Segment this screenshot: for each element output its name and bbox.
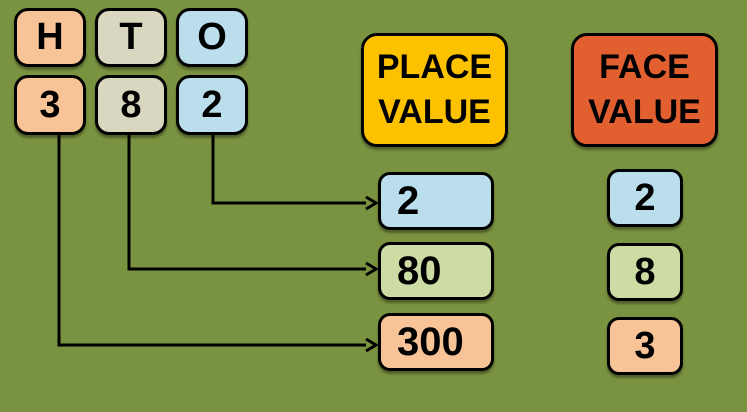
place-value-header-line2: VALUE bbox=[378, 93, 491, 131]
arrow-hundreds-to-place-value bbox=[57, 133, 366, 345]
digit-ones-box: 2 bbox=[176, 75, 248, 135]
column-letter-ones-box: O bbox=[176, 8, 248, 67]
place-value-hundreds-box: 300 bbox=[378, 313, 494, 371]
place-value-tens-box: 80 bbox=[378, 242, 494, 300]
place-value-ones: 2 bbox=[397, 178, 420, 223]
column-letter-hundreds: H bbox=[36, 16, 64, 58]
column-letter-hundreds-box: H bbox=[14, 8, 86, 67]
column-letter-ones: O bbox=[197, 16, 227, 58]
column-letter-tens: T bbox=[119, 16, 143, 58]
face-value-header: FACE VALUE bbox=[571, 33, 718, 147]
arrow-tens-to-place-value bbox=[127, 133, 366, 269]
digit-ones: 2 bbox=[201, 83, 223, 126]
face-value-header-line2: VALUE bbox=[588, 93, 701, 131]
digit-hundreds-box: 3 bbox=[14, 75, 86, 135]
place-value-tens: 80 bbox=[397, 248, 442, 293]
face-value-ones-box: 2 bbox=[607, 169, 683, 227]
digit-tens: 8 bbox=[120, 83, 142, 126]
place-value-ones-box: 2 bbox=[378, 172, 494, 230]
column-letter-tens-box: T bbox=[95, 8, 167, 67]
face-value-tens: 8 bbox=[634, 250, 656, 293]
face-value-hundreds-box: 3 bbox=[607, 317, 683, 375]
face-value-tens-box: 8 bbox=[607, 243, 683, 301]
face-value-header-line1: FACE bbox=[599, 48, 690, 86]
place-value-hundreds: 300 bbox=[397, 319, 464, 364]
place-value-header: PLACE VALUE bbox=[361, 33, 508, 147]
face-value-hundreds: 3 bbox=[634, 324, 656, 367]
digit-hundreds: 3 bbox=[39, 83, 61, 126]
place-value-header-line1: PLACE bbox=[376, 48, 493, 86]
face-value-ones: 2 bbox=[634, 176, 656, 219]
arrow-ones-to-place-value bbox=[211, 133, 366, 203]
digit-tens-box: 8 bbox=[95, 75, 167, 135]
